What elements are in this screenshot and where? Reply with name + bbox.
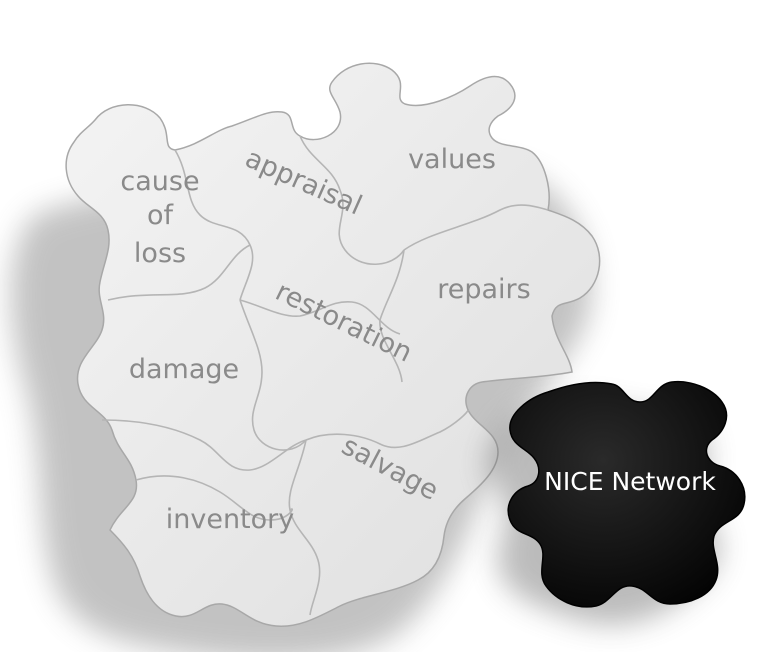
nice-network-piece[interactable] bbox=[507, 380, 746, 608]
label-cause-line-3: loss bbox=[134, 238, 186, 269]
label-damage: damage bbox=[129, 354, 239, 385]
piece-seams bbox=[101, 135, 549, 616]
label-repairs: repairs bbox=[437, 274, 530, 305]
label-inventory: inventory bbox=[166, 504, 295, 535]
label-nice-network: NICE Network bbox=[544, 467, 716, 496]
label-cause-line-2: of bbox=[147, 200, 175, 231]
label-cause-of-loss: cause of loss bbox=[120, 166, 199, 269]
label-values: values bbox=[408, 144, 496, 175]
label-cause-line-1: cause bbox=[120, 166, 199, 197]
puzzle-body bbox=[65, 62, 601, 627]
